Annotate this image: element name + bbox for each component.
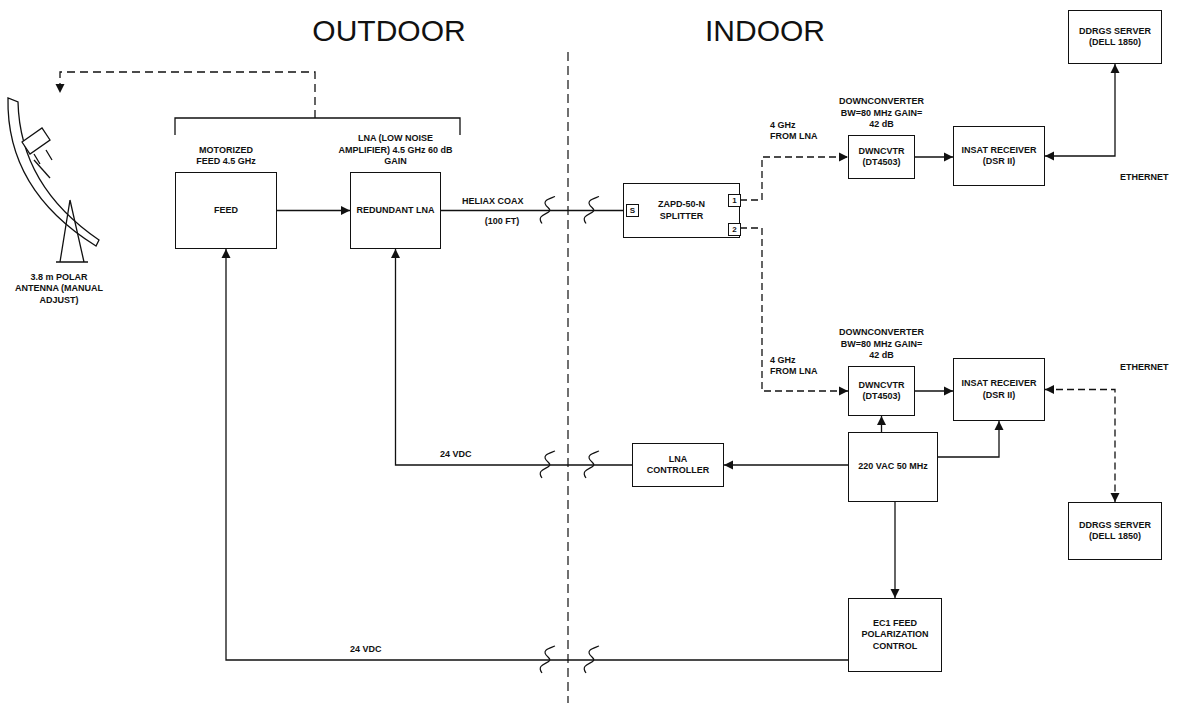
feed-horn [22,128,50,154]
signal-label: HELIAX COAX [462,196,532,207]
equipment-box: MOTORIZED FEED 4.5 GHzFEED [175,172,277,249]
box-label: 220 VAC 50 MHz [853,458,932,475]
signal-connector [226,249,848,660]
cable-break-symbol [584,451,599,478]
box-label: DWNCVTR (DT4503) [849,377,914,406]
bracket [175,118,460,135]
indoor-outdoor-divider [567,52,568,703]
equipment-box: LNA CONTROLLER [632,443,724,487]
feed-support [34,150,52,164]
signal-label: 24 VDC [350,644,396,655]
signal-connector [724,464,848,465]
box-label: DDRGS SERVER (DELL 1850) [1069,23,1161,52]
signal-connector [740,157,848,200]
equipment-box: LNA (LOW NOISE AMPLIFIER) 4.5 GHz 60 dB … [350,172,441,249]
antenna-pedestal [56,200,88,262]
box-heading: LNA (LOW NOISE AMPLIFIER) 4.5 GHz 60 dB … [337,133,455,167]
note-label: (100 FT) [478,216,526,227]
outdoor-bracket [60,72,460,135]
cable-break-symbol [584,197,599,224]
note-label: 3.8 m POLAR ANTENNA (MANUAL ADJUST) [10,272,108,306]
port-label: 2 [728,223,741,236]
box-label: REDUNDANT LNA [352,202,440,219]
equipment-box: DDRGS SERVER (DELL 1850) [1068,502,1162,560]
box-heading: DOWNCONVERTER BW=80 MHz GAIN= 42 dB [839,96,925,130]
cable-break-symbol [540,646,555,673]
area-heading: OUTDOOR [304,12,474,50]
adjust-leader [60,72,315,118]
box-heading: DOWNCONVERTER BW=80 MHz GAIN= 42 dB [839,327,925,361]
signal-label: ETHERNET [1120,362,1180,373]
cable-break-symbol [540,451,555,478]
feed-arm [34,160,50,178]
equipment-box: INSAT RECEIVER (DSR II) [953,126,1045,186]
box-label: FEED [209,202,243,219]
port-label: 1 [728,194,741,207]
signal-connector [894,502,895,598]
signal-connector [938,421,999,457]
area-heading: INDOOR [690,12,840,50]
box-label: INSAT RECEIVER (DSR II) [954,142,1044,171]
signal-connector [1045,390,1115,503]
antenna-illustration [8,98,99,262]
signal-connector [277,210,350,211]
signal-label: ETHERNET [1120,172,1180,183]
box-label: EC1 FEED POLARIZATION CONTROL [849,615,941,655]
box-label: LNA CONTROLLER [633,451,723,480]
equipment-box: DDRGS SERVER (DELL 1850) [1068,10,1162,64]
equipment-box: DOWNCONVERTER BW=80 MHz GAIN= 42 dBDWNCV… [848,366,915,416]
signal-label: 4 GHz FROM LNA [770,120,824,143]
box-label: DDRGS SERVER (DELL 1850) [1069,517,1161,546]
signal-label: 24 VDC [440,449,486,460]
equipment-box: ZAPD-50-N SPLITTER [623,183,740,238]
dish-reflector [8,98,99,246]
box-label: INSAT RECEIVER (DSR II) [954,375,1044,404]
box-heading: MOTORIZED FEED 4.5 GHz [189,145,263,168]
signal-connector [740,228,848,391]
box-label: DWNCVTR (DT4503) [849,143,914,172]
equipment-box: INSAT RECEIVER (DSR II) [953,358,1045,421]
signal-connector [881,416,882,432]
equipment-box: 220 VAC 50 MHz [848,432,938,502]
signal-connector [1045,64,1115,156]
signal-connector [396,249,633,465]
signal-label: 4 GHz FROM LNA [770,355,824,378]
port-label: S [626,204,639,217]
box-label: ZAPD-50-N SPLITTER [624,199,739,222]
cable-break-symbol [584,646,599,673]
equipment-box: DOWNCONVERTER BW=80 MHz GAIN= 42 dBDWNCV… [848,135,915,179]
signal-connector [915,156,953,157]
equipment-box: EC1 FEED POLARIZATION CONTROL [848,598,942,672]
signal-connector [915,390,953,391]
cable-break-symbol [540,197,555,224]
signal-connector [441,210,623,211]
